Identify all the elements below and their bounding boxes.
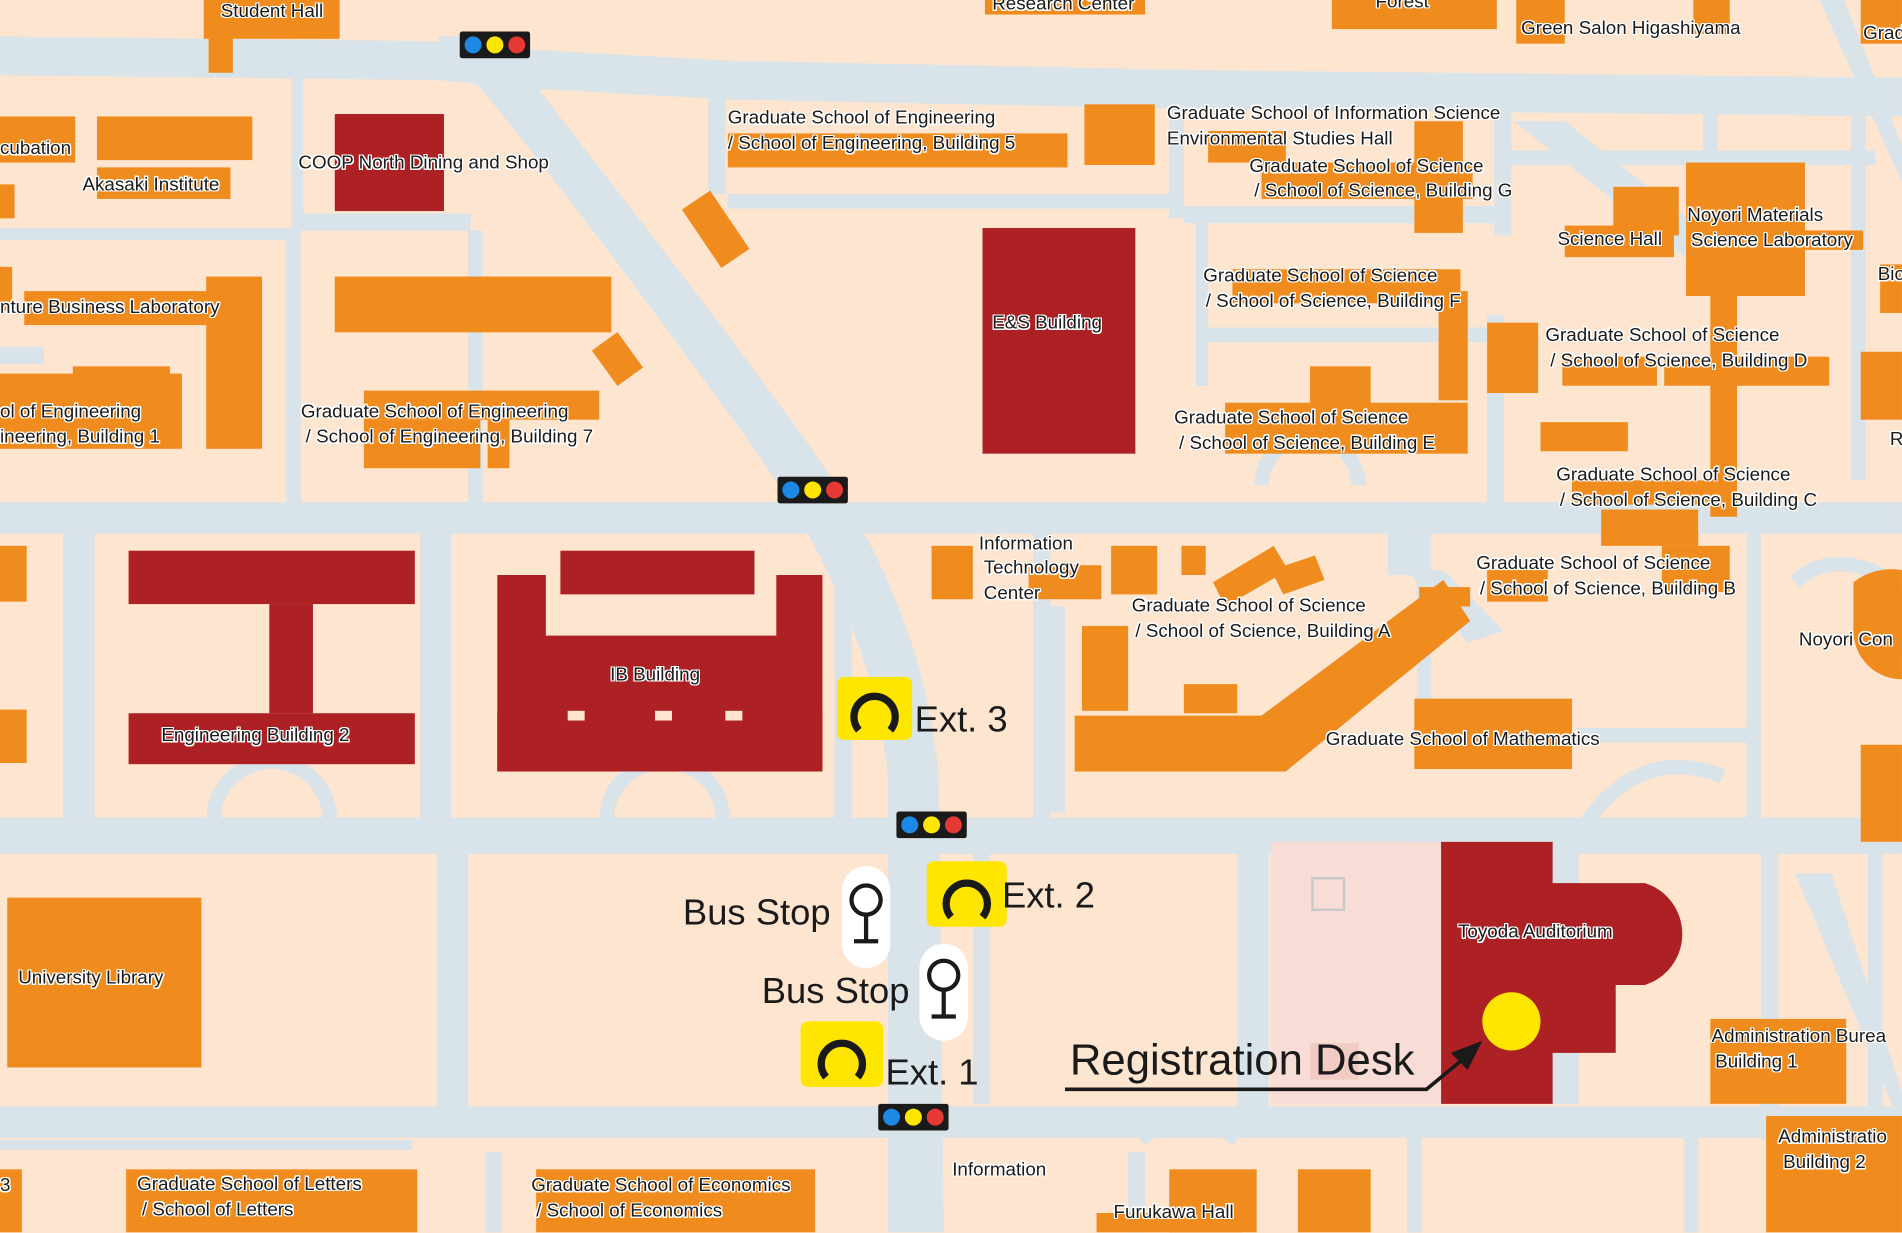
label-sci-d-line1: Graduate School of Science [1545, 325, 1780, 346]
bus-stop-icon[interactable] [919, 943, 968, 1041]
label-sci-g-line1: Graduate School of Science [1249, 156, 1484, 178]
label-sci-c-line2: / School of Science, Building C [1559, 490, 1818, 511]
label-itc-line1: Information [978, 533, 1073, 555]
label-ib-building: IB Building [610, 664, 701, 686]
label-es-building: E&S Building [992, 312, 1102, 334]
subway-exit-icon[interactable] [926, 861, 1007, 927]
label-eng7-line2: / School of Engineering, Building 7 [305, 426, 594, 448]
label-grad-top-right: Grad [1863, 23, 1902, 44]
label-sci-a-line1: Graduate School of Science [1131, 595, 1366, 617]
label-eng5-line1: Graduate School of Engineering [727, 107, 996, 129]
label-economics-line2: / School of Economics [536, 1200, 723, 1222]
label-itc-line2: Technology [983, 557, 1079, 579]
label-sci-b-line1: Graduate School of Science [1476, 553, 1711, 574]
label-student-hall: Student Hall [220, 1, 324, 22]
traffic-signal-icon [896, 811, 967, 839]
label-eng1-line2: ineering, Building 1 [0, 426, 160, 448]
label-science-hall: Science Hall [1557, 229, 1662, 250]
bus-stop-lower-label: Bus Stop [761, 971, 910, 1012]
bus-stop-upper-label: Bus Stop [682, 892, 831, 933]
label-admin1-line2: Building 1 [1715, 1051, 1798, 1073]
label-eng1-line1: ol of Engineering [0, 401, 142, 423]
label-noyori-materials-line2: Science Laboratory [1690, 230, 1853, 252]
label-akasaki: Akasaki Institute [82, 174, 220, 196]
label-green-salon: Green Salon Higashiyama [1521, 18, 1741, 39]
label-admin2-line1: Administratio [1778, 1126, 1887, 1148]
label-sci-e-line1: Graduate School of Science [1174, 407, 1409, 429]
label-eng2: Engineering Building 2 [161, 725, 350, 746]
label-sci-f-line2: / School of Science, Building F [1205, 291, 1461, 312]
label-furukawa: Furukawa Hall [1113, 1202, 1234, 1223]
label-coop: COOP North Dining and Shop [298, 152, 549, 174]
bus-stop-icon[interactable] [841, 866, 891, 968]
label-letters-line2: / School of Letters [141, 1199, 294, 1221]
label-itc-line3: Center [983, 583, 1041, 605]
subway-exit-icon[interactable] [800, 1021, 884, 1087]
label-sci-c-line1: Graduate School of Science [1556, 464, 1791, 486]
label-incubation: cubation [0, 138, 72, 159]
label-bio: Bio [1877, 264, 1902, 286]
label-univ-library: University Library [18, 967, 164, 989]
label-sci-a-line2: / School of Science, Building A [1135, 621, 1391, 642]
label-venture: nture Business Laboratory [0, 297, 220, 318]
ext1-label: Ext. 1 [885, 1052, 979, 1093]
label-r-edge: R [1890, 428, 1902, 452]
traffic-signal-icon [777, 476, 848, 504]
label-eng7-line1: Graduate School of Engineering [300, 401, 569, 423]
label-sci-e-line2: / School of Science, Building E [1179, 433, 1436, 454]
subway-exit-icon[interactable] [836, 676, 913, 740]
label-sci-b-line2: / School of Science, Building B [1479, 578, 1736, 600]
label-eng5-line2: / School of Engineering, Building 5 [727, 133, 1016, 155]
traffic-signal-icon [459, 31, 531, 59]
label-information: Information [952, 1159, 1047, 1181]
label-forest: Forest [1375, 0, 1429, 13]
traffic-signal-icon [878, 1103, 949, 1131]
label-info-sci-line1: Graduate School of Information Science [1166, 103, 1501, 124]
label-noyori-con: Noyori Con [1798, 629, 1893, 651]
label-letters-line1: Graduate School of Letters [137, 1174, 362, 1195]
label-noyori-materials-line1: Noyori Materials [1687, 204, 1824, 226]
ext2-label: Ext. 2 [1001, 875, 1095, 916]
label-sci-d-line2: / School of Science, Building D [1550, 350, 1808, 372]
registration-desk-label: Registration Desk [1069, 1034, 1415, 1085]
label-economics-line1: Graduate School of Economics [531, 1175, 791, 1197]
label-sci-g-line2: / School of Science, Building G [1254, 180, 1513, 202]
ext3-label: Ext. 3 [914, 699, 1008, 740]
label-left-edge-3: 3 [0, 1175, 11, 1197]
label-toyoda: Toyoda Auditorium [1458, 921, 1613, 943]
label-info-sci-line2: Environmental Studies Hall [1166, 128, 1393, 150]
label-admin2-line2: Building 2 [1783, 1152, 1866, 1173]
label-mathematics: Graduate School of Mathematics [1325, 729, 1600, 750]
label-research-center: Research Center [992, 0, 1135, 15]
label-sci-f-line1: Graduate School of Science [1203, 265, 1438, 287]
label-admin1-line1: Administration Burea [1711, 1026, 1887, 1047]
